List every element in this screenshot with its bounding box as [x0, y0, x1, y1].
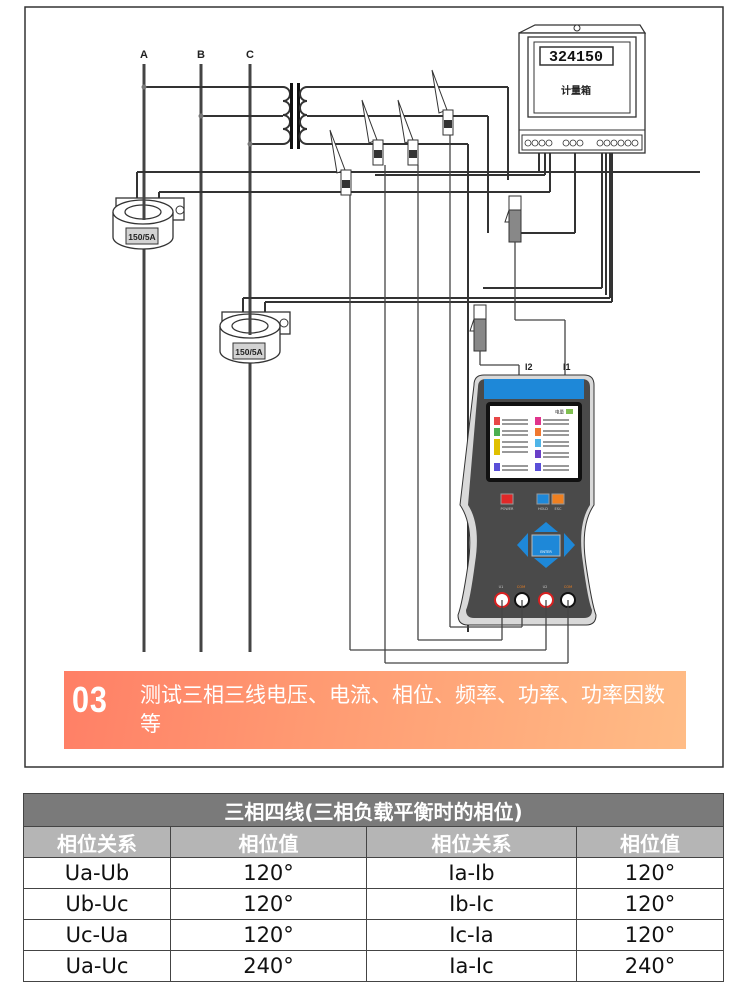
ct-rating-label: 150/5A [235, 347, 262, 357]
current-clamp-i1 [504, 195, 566, 375]
power-button[interactable] [500, 493, 514, 505]
voltage-pair: Ub-Uc [23, 888, 171, 920]
current-pair: Ic-Ia [366, 919, 577, 951]
current-phase-value: 120° [576, 857, 724, 889]
current-clamp-i2 [469, 304, 520, 375]
hold-button-label: HOLD [538, 507, 548, 511]
jack-label-com1: COM [517, 585, 525, 589]
voltage-phase-value: 240° [170, 950, 367, 982]
power-button-label: POWER [501, 507, 515, 511]
table-row: Ub-Uc 120° Ib-Ic 120° [23, 888, 724, 920]
current-pair: Ia-Ic [366, 950, 577, 982]
potential-transformer [282, 83, 308, 149]
phase-relationship-table: 三相四线(三相负载平衡时的相位) 相位关系 相位值 相位关系 相位值 Ua-Ub… [23, 793, 724, 982]
right-arrow-button[interactable] [564, 533, 575, 557]
table-title: 三相四线(三相负载平衡时的相位) [23, 793, 724, 827]
feature-number: 03 [72, 679, 108, 720]
enter-button-label: ENTER [540, 550, 552, 554]
enter-button[interactable] [531, 534, 561, 557]
voltage-clip-1 [329, 129, 352, 650]
esc-button[interactable] [551, 493, 565, 505]
phase-label-b: B [197, 49, 205, 61]
voltage-phase-value: 120° [170, 888, 367, 920]
phase-label-c: C [246, 49, 254, 61]
diagram-frame [24, 6, 724, 768]
feature-banner: 03 测试三相三线电压、电流、相位、频率、功率、功率因数等 [64, 671, 686, 749]
voltage-pair: Ua-Ub [23, 857, 171, 889]
voltage-clip-2 [361, 99, 386, 663]
voltage-clip-3 [397, 99, 419, 640]
current-phase-value: 120° [576, 888, 724, 920]
current-transformer-2: 150/5A [219, 305, 291, 364]
feature-description: 测试三相三线电压、电流、相位、频率、功率、功率因数等 [140, 683, 665, 736]
column-header: 相位关系 [23, 826, 171, 858]
voltage-clip-4 [431, 69, 469, 632]
table-row: Ua-Ub 120° Ia-Ib 120° [23, 857, 724, 889]
column-header: 相位关系 [366, 826, 577, 858]
meter-reading: 324150 [549, 49, 603, 66]
phase-label-a: A [140, 49, 148, 61]
voltage-phase-value: 120° [170, 857, 367, 889]
screen-readings [494, 417, 569, 471]
jack-label-u1: U1 [499, 585, 504, 589]
meter-box: 324150 计量箱 [518, 24, 647, 154]
voltage-phase-value: 120° [170, 919, 367, 951]
jack-label-com2: COM [564, 585, 572, 589]
screen-header: 电量 [555, 409, 564, 416]
current-phase-value: 120° [576, 919, 724, 951]
down-arrow-button[interactable] [534, 558, 558, 568]
esc-button-label: ESC [555, 507, 562, 511]
current-pair: Ib-Ic [366, 888, 577, 920]
wiring-diagram: A B C 150/5A [24, 6, 724, 768]
power-analyzer-instrument: 电量 POWER HOLD ESC ENTER U1 COM U2 COM [457, 374, 597, 626]
clamp-label-i1: I1 [563, 362, 571, 372]
current-transformer-1: 150/5A [112, 190, 185, 250]
hold-button[interactable] [536, 493, 550, 505]
voltage-pair: Ua-Uc [23, 950, 171, 982]
table-row: Ua-Uc 240° Ia-Ic 240° [23, 950, 724, 982]
up-arrow-button[interactable] [534, 522, 558, 532]
table-row: Uc-Ua 120° Ic-Ia 120° [23, 919, 724, 951]
jack-label-u2: U2 [543, 585, 548, 589]
left-arrow-button[interactable] [517, 533, 528, 557]
column-header: 相位值 [576, 826, 724, 858]
ct-rating-label: 150/5A [128, 232, 155, 242]
clamp-label-i2: I2 [525, 362, 533, 372]
current-pair: Ia-Ib [366, 857, 577, 889]
meter-box-label: 计量箱 [561, 84, 591, 97]
current-phase-value: 240° [576, 950, 724, 982]
voltage-pair: Uc-Ua [23, 919, 171, 951]
column-header: 相位值 [170, 826, 367, 858]
